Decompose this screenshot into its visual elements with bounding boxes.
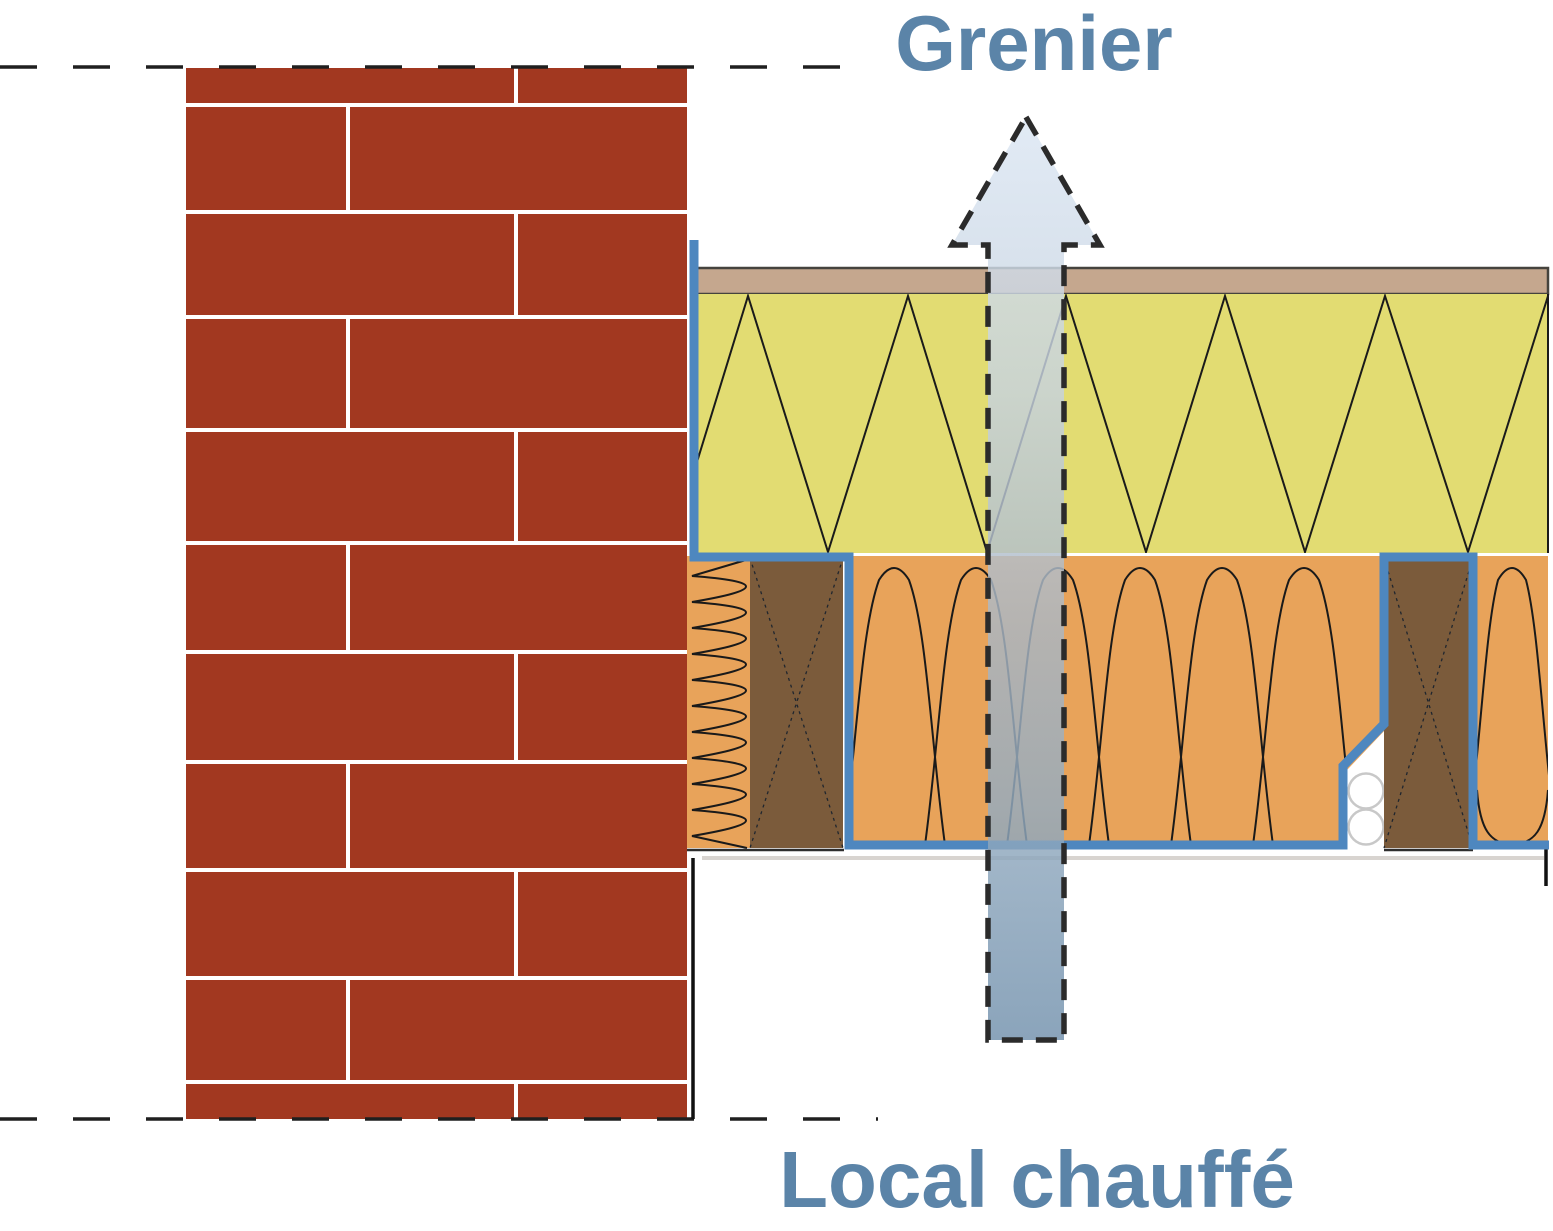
mineral-wool-right-body [1477, 556, 1548, 845]
electric-cable [1347, 808, 1385, 846]
brick-wall [186, 68, 687, 1119]
mineral-wool-body [849, 556, 1384, 845]
brick-wall-body [186, 68, 687, 1119]
heated-room-label: Local chauffé [779, 1135, 1295, 1224]
air-leak-arrow [947, 111, 1105, 1043]
attic-floor-board [695, 266, 1550, 296]
mortar-horizontal-joints [186, 103, 687, 1084]
attic-label: Grenier [895, 0, 1172, 87]
joist-left-body [750, 558, 843, 848]
joint-insulation-strip [687, 556, 750, 849]
glass-wool-layer [697, 294, 1549, 553]
electric-cable [1347, 772, 1385, 810]
mineral-wool-right-strip [1477, 556, 1548, 845]
mineral-wool-layer [849, 556, 1387, 846]
joist-left-cross-hatch [749, 557, 844, 849]
joint-insulation-hatch [691, 559, 748, 849]
joist-right-cross-hatch [1383, 557, 1474, 849]
wood-joist-left [687, 557, 844, 852]
glass-wool-body [697, 294, 1548, 553]
vapor-barrier-membrane [689, 240, 1549, 850]
mortar-vertical-joints [346, 68, 518, 1119]
wood-joist-right [1383, 557, 1474, 852]
glass-wool-hatch [697, 294, 1548, 553]
joist-right-body [1384, 558, 1473, 848]
